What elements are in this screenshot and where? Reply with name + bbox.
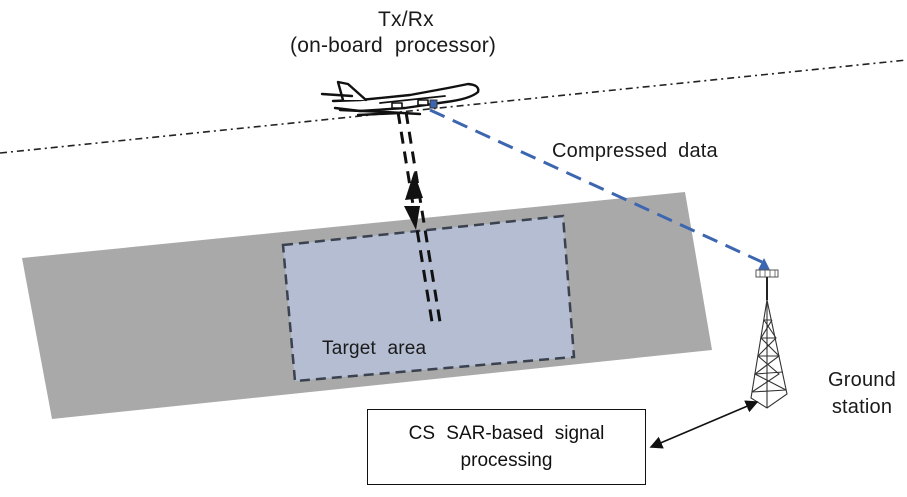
radar-beam — [396, 111, 442, 323]
radio-tower-icon — [750, 258, 788, 409]
flight-track-line — [0, 59, 907, 154]
airplane-icon — [320, 80, 480, 117]
processing-line1: CS SAR-based signal — [408, 423, 605, 444]
compressed-data-label: Compressed data — [552, 140, 718, 162]
processing-line2: processing — [460, 450, 553, 471]
downlink-arrow-icon — [404, 206, 420, 230]
ground-station-line2: station — [831, 396, 893, 418]
ground-station-label: Ground station — [820, 367, 904, 421]
signal-processing-box: CS SAR-based signal processing — [367, 409, 646, 485]
uplink-arrow-icon — [405, 172, 423, 200]
aircraft-label-line1: Tx/Rx — [378, 8, 434, 31]
compressed-data-link — [429, 108, 763, 264]
target-area-label: Target area — [322, 338, 427, 359]
aircraft-label-line2: (on-board processor) — [290, 34, 497, 57]
processing-link-arrow — [649, 400, 759, 449]
ground-station-line1: Ground — [828, 369, 896, 391]
